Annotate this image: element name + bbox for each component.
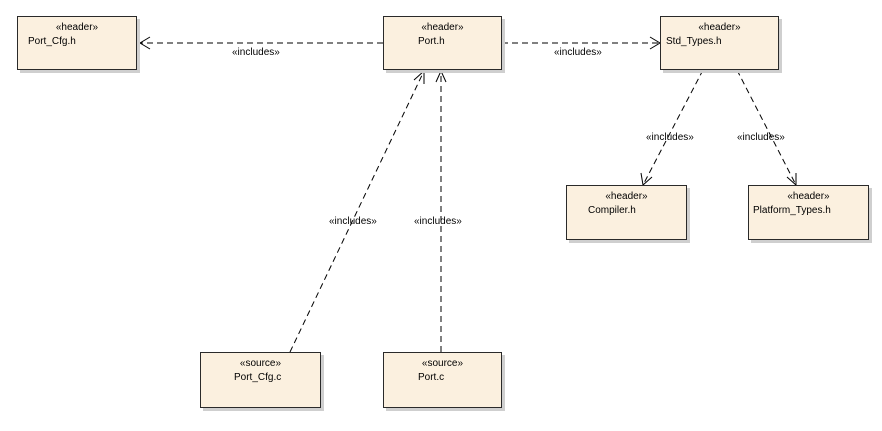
node-stereotype: «source» xyxy=(421,358,464,369)
edge-label-stdtypes-to-platform: «includes» xyxy=(737,132,785,143)
node-name: Port_Cfg.h xyxy=(28,36,76,47)
node-port-c[interactable]: «source» Port.c xyxy=(383,352,502,408)
arrowhead-platform xyxy=(786,173,797,187)
node-std-types-h[interactable]: «header» Std_Types.h xyxy=(660,16,779,70)
node-port-h[interactable]: «header» Port.h xyxy=(383,16,502,70)
node-name: Compiler.h xyxy=(588,205,636,216)
node-name: Platform_Types.h xyxy=(753,205,831,216)
node-stereotype: «header» xyxy=(605,191,648,202)
node-stereotype: «source» xyxy=(239,358,282,369)
node-name: Std_Types.h xyxy=(666,36,722,47)
node-stereotype: «header» xyxy=(421,22,464,33)
edge-label-porth-to-portcfgh: «includes» xyxy=(232,47,280,58)
arrowhead-portcfgh xyxy=(139,36,151,50)
edge-stdtypes-to-compiler xyxy=(642,69,704,186)
node-name: Port.c xyxy=(418,372,445,383)
node-port-cfg-c[interactable]: «source» Port_Cfg.c xyxy=(200,352,321,408)
node-compiler-h[interactable]: «header» Compiler.h xyxy=(566,185,687,240)
edge-label-portcfgc-to-porth: «includes» xyxy=(329,216,377,227)
arrowhead-porth-from-portcfgc xyxy=(413,69,425,84)
node-stereotype: «header» xyxy=(787,191,830,202)
arrowhead-porth-from-portc xyxy=(435,69,447,83)
edge-portcfgc-to-porth xyxy=(289,70,425,353)
edge-label-portc-to-porth: «includes» xyxy=(414,216,462,227)
node-stereotype: «header» xyxy=(55,22,99,33)
node-platform-types-h[interactable]: «header» Platform_Types.h xyxy=(748,185,869,240)
edge-stdtypes-to-platform xyxy=(736,69,797,186)
node-stereotype: «header» xyxy=(698,22,741,33)
node-name: Port_Cfg.c xyxy=(234,372,282,383)
node-name: Port.h xyxy=(418,36,445,47)
edge-label-porth-to-stdtypes: «includes» xyxy=(554,47,602,58)
edge-label-stdtypes-to-compiler: «includes» xyxy=(646,132,694,143)
node-port-cfg-h[interactable]: «header» Port_Cfg.h xyxy=(17,16,137,70)
